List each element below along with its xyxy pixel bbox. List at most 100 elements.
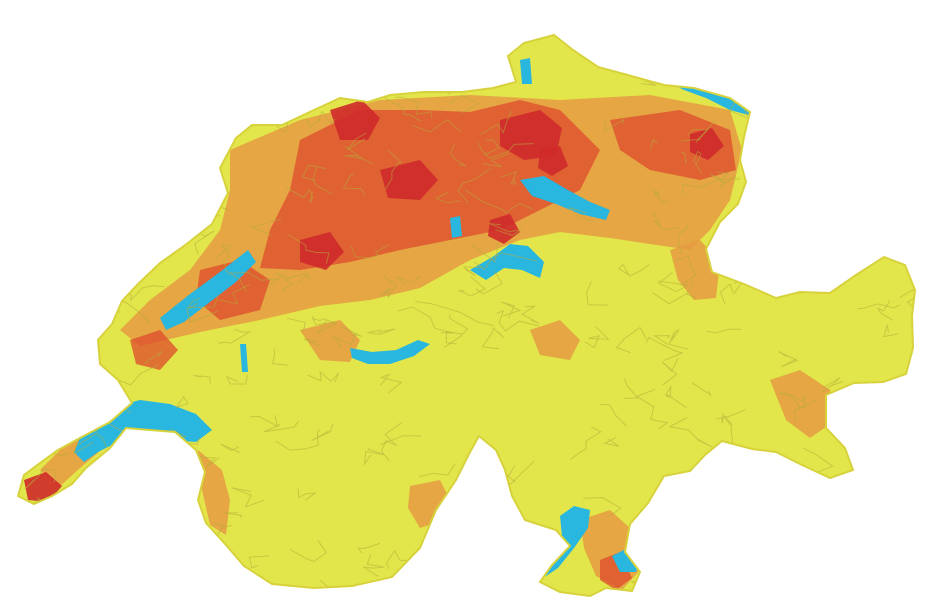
boundary-line [122,435,132,446]
vaud-high-zone [130,330,178,370]
boundary-line [891,111,915,131]
lake-neuchatel-shape [160,250,256,330]
boundary-line [18,348,22,362]
boundary-line [340,326,362,337]
boundary-line [24,526,71,552]
boundary-line [876,300,893,321]
boundary-line [500,170,518,185]
boundary-line [98,200,121,223]
boundary-line [706,328,742,334]
boundary-line [652,282,696,305]
boundary-line [115,95,150,110]
boundary-line [224,512,243,518]
boundary-line [412,118,462,133]
boundary-line [342,173,366,196]
very-high-density-areas [24,100,724,502]
boundary-line [599,404,627,427]
boundary-line [143,350,163,364]
boundary-line [130,86,147,97]
boundary-line [48,133,72,159]
lake-lucerne-shape [470,244,544,280]
boundary-line [274,271,294,292]
boundary-line [164,76,193,85]
engadin-medium-zone [770,370,836,438]
boundary-line [128,53,155,68]
geneva-hotspot [24,472,62,502]
boundary-line [583,496,622,518]
boundary-line [297,487,317,501]
boundary-line [193,375,211,384]
boundary-line [357,542,381,554]
boundary-line [659,530,687,543]
boundary-line [716,457,753,471]
boundary-line [862,71,903,95]
boundary-line [677,224,690,255]
boundary-line [443,314,469,348]
boundary-line [192,35,244,45]
boundary-line [650,138,658,150]
boundary-line [857,303,900,310]
boundary-line [661,358,679,386]
boundary-line [289,539,328,563]
boundary-line [680,151,687,164]
boundary-line [568,206,594,223]
boundary-line [139,521,157,553]
boundary-line [457,167,492,204]
boundary-line [764,185,794,210]
boundary-line [864,463,886,484]
st-gallen-high-zone [610,110,736,180]
boundary-line [194,230,215,256]
boundary-line [384,97,422,122]
boundary-line [18,548,32,587]
boundary-line [652,212,680,231]
boundary-line [312,318,338,334]
boundary-line [218,53,244,69]
boundary-line [151,185,161,204]
boundary-line [668,417,713,448]
boundary-line [225,374,248,385]
boundary-line [681,178,720,196]
boundary-line [168,522,192,536]
boundary-line [854,125,890,137]
boundary-line [418,463,456,478]
boundary-line [853,35,884,55]
boundary-line [657,272,690,293]
boundary-line [477,142,534,159]
boundary-line [480,110,513,136]
boundary-line [186,302,219,323]
boundary-line [311,315,335,326]
boundary-line [301,164,327,181]
boundary-line [385,150,403,190]
boundary-line [159,35,184,48]
boundary-line [777,351,799,368]
boundary-line [18,122,55,139]
boundary-line [481,327,505,350]
boundary-line [367,328,396,335]
boundary-line [665,385,687,409]
fribourg-medium-zone [300,320,360,362]
boundary-line [764,229,787,245]
boundary-line [248,555,270,569]
boundary-line [49,540,94,553]
boundary-line [722,57,755,66]
boundary-line [126,126,152,140]
boundary-line [20,100,43,132]
boundary-line [810,561,826,573]
boundary-line [475,271,504,295]
boundary-line [18,275,29,293]
boundary-line [729,101,751,120]
boundary-line [271,348,289,366]
boundary-line [796,258,821,269]
boundary-line [115,87,141,115]
lake-biel-shape [240,344,248,372]
boundary-line [220,443,241,453]
boundary-line [196,456,220,468]
boundary-line [618,263,650,277]
boundary-line [836,46,860,66]
boundary-line [187,555,202,579]
winterthur-hotspot [538,146,568,176]
boundary-line [305,110,336,128]
boundary-line [821,570,853,589]
